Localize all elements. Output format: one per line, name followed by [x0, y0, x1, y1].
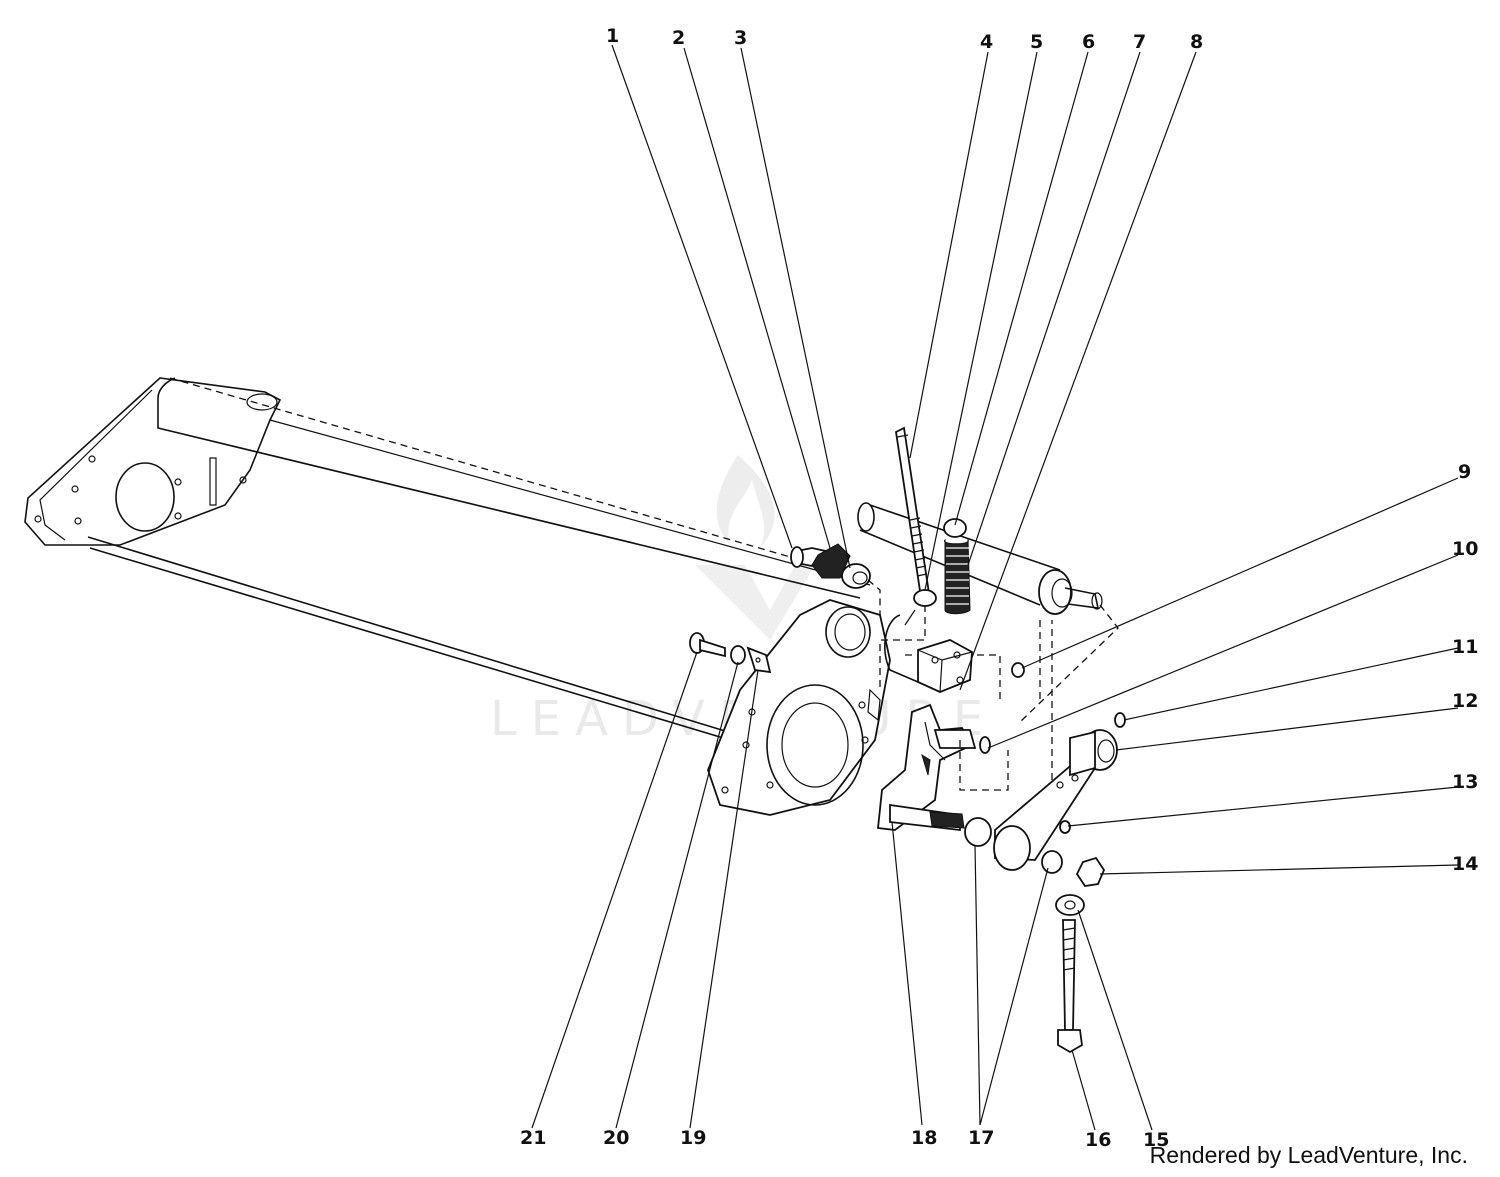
- part-number-labels: 1 2 3 4 5 6 7 8 9 10 11 12 13 14 15 16 1…: [520, 25, 1478, 1151]
- leader-lines: [531, 44, 1459, 1131]
- part-label-9: 9: [1458, 461, 1471, 483]
- bolt-nut-group-top: [790, 543, 881, 615]
- bolt-threads: [1062, 927, 1076, 971]
- part-label-20: 20: [603, 1127, 629, 1149]
- part-label-10: 10: [1452, 538, 1478, 560]
- part-label-7: 7: [1133, 31, 1146, 53]
- part-label-2: 2: [672, 27, 685, 49]
- render-credit: Rendered by LeadVenture, Inc.: [1149, 1142, 1468, 1168]
- part-label-12: 12: [1452, 690, 1478, 712]
- part-label-13: 13: [1452, 771, 1478, 793]
- part-label-17: 17: [968, 1127, 994, 1149]
- part-label-18: 18: [911, 1127, 937, 1149]
- part-label-8: 8: [1190, 31, 1203, 53]
- bolt-washer-bracket-left: [689, 632, 772, 674]
- part-label-14: 14: [1452, 853, 1478, 875]
- mounting-plate: [707, 599, 891, 816]
- part-label-4: 4: [980, 31, 993, 53]
- part-label-19: 19: [680, 1127, 706, 1149]
- spring-coils: [946, 547, 969, 605]
- part-label-15: 15: [1143, 1129, 1169, 1151]
- upper-shaft: [857, 502, 1119, 723]
- part-label-6: 6: [1082, 31, 1095, 53]
- part-label-5: 5: [1030, 31, 1043, 53]
- control-lever-arm: [877, 703, 1009, 832]
- part-label-21: 21: [520, 1127, 546, 1149]
- part-label-1: 1: [606, 25, 619, 47]
- part-label-16: 16: [1085, 1129, 1111, 1151]
- mower-deck-frame: [24, 377, 871, 741]
- part-label-11: 11: [1452, 636, 1478, 658]
- part-label-3: 3: [734, 27, 747, 49]
- rod-threads: [909, 517, 928, 577]
- adjusting-rod-assembly: [879, 426, 1001, 700]
- pivot-arm-assembly: [964, 620, 1126, 1054]
